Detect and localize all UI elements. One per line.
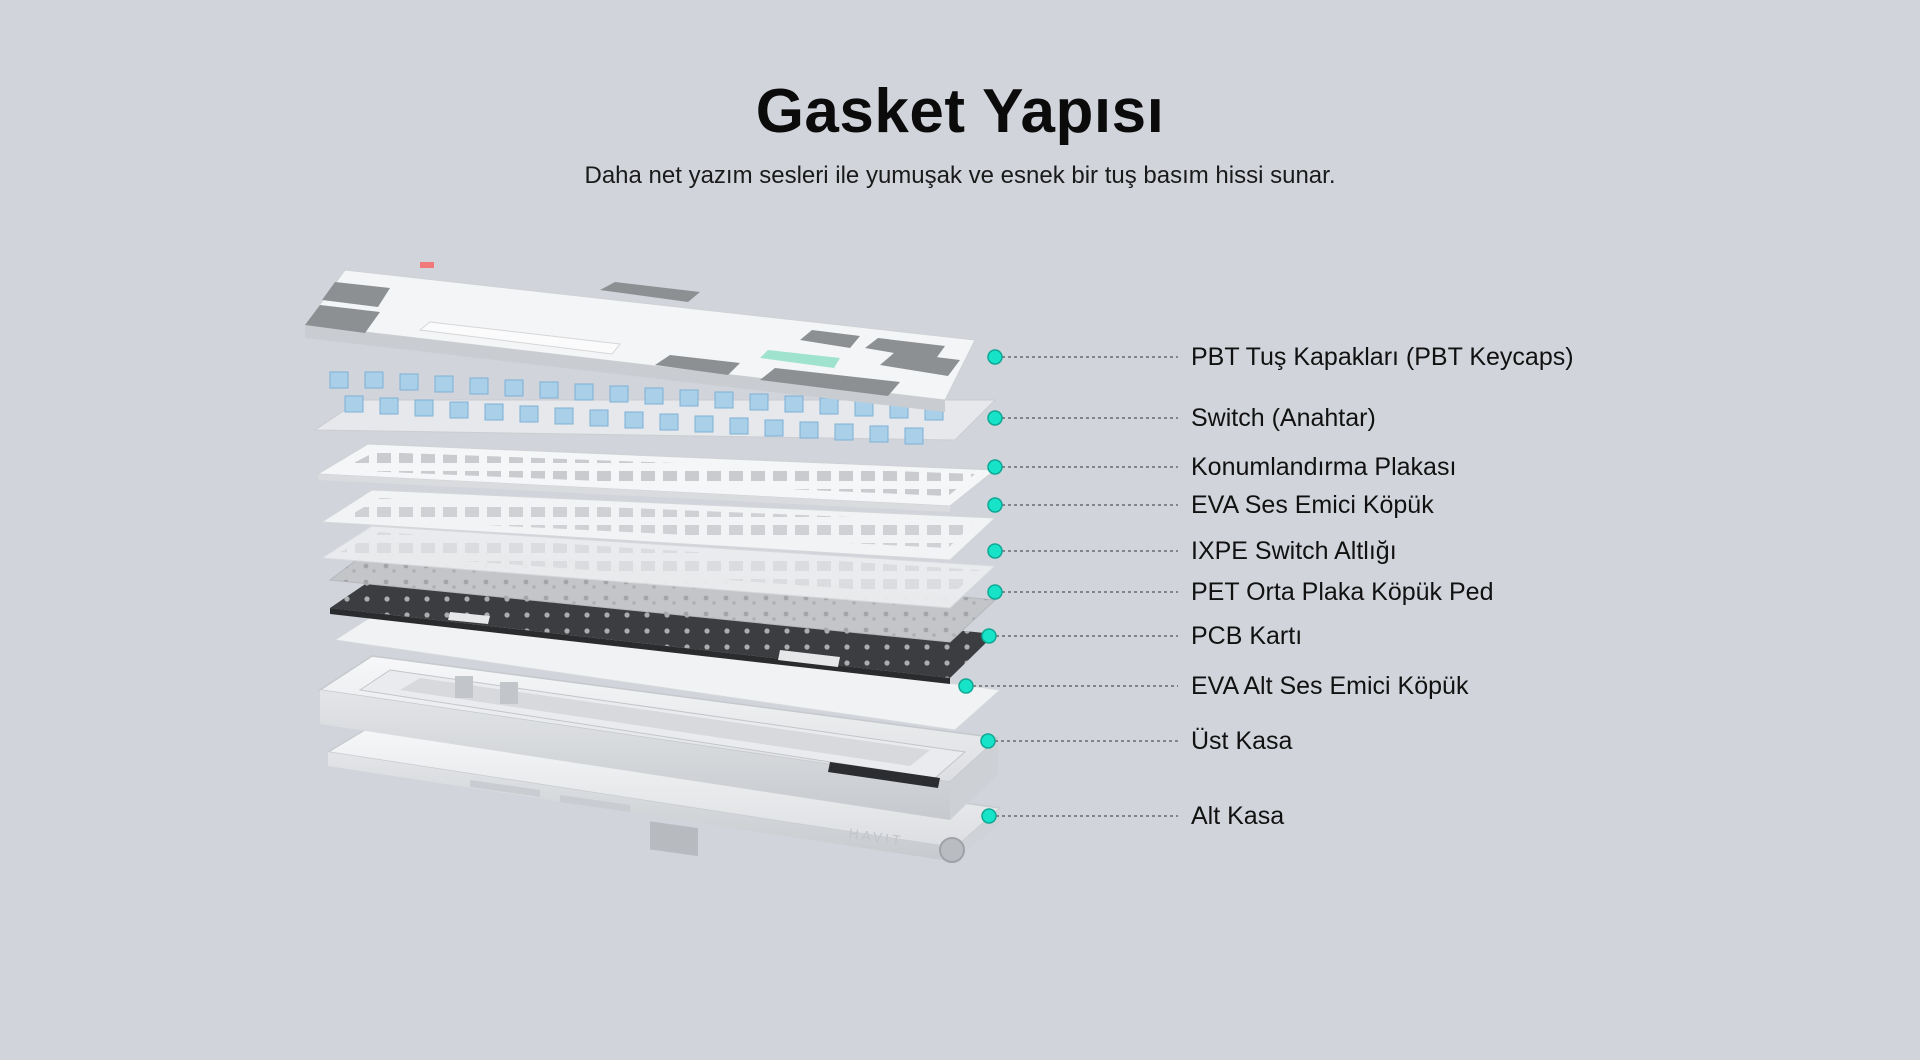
switch-layer xyxy=(313,371,997,445)
bottom-foam-layer xyxy=(333,607,1002,731)
layer-marker-positioning-plate xyxy=(987,459,1003,475)
layer-marker-top-case xyxy=(980,733,996,749)
layer-label-positioning-plate: Konumlandırma Plakası xyxy=(1191,453,1457,481)
layer-label-bottom-foam: EVA Alt Ses Emici Köpük xyxy=(1191,672,1469,700)
ixpe-switch-pad-layer xyxy=(320,525,997,609)
brand-mark: HAVIT xyxy=(848,825,905,849)
layer-label-bottom-case: Alt Kasa xyxy=(1191,802,1285,830)
layer-marker-bottom-foam xyxy=(958,678,974,694)
positioning-plate-layer xyxy=(316,443,997,512)
layer-label-switch: Switch (Anahtar) xyxy=(1191,404,1376,432)
layer-marker-switch xyxy=(987,410,1003,426)
layer-label-pet-foam: PET Orta Plaka Köpük Ped xyxy=(1191,578,1494,606)
bottom-case: HAVIT xyxy=(325,721,1002,863)
layer-marker-pcb xyxy=(981,628,997,644)
layer-marker-ixpe xyxy=(987,543,1003,559)
layer-marker-eva-foam xyxy=(987,497,1003,513)
layer-label-pcb: PCB Kartı xyxy=(1191,622,1303,650)
layer-label-top-case: Üst Kasa xyxy=(1191,727,1293,755)
layer-marker-pet-foam xyxy=(987,584,1003,600)
top-case xyxy=(317,655,1000,857)
page-subtitle: Daha net yazım sesleri ile yumuşak ve es… xyxy=(584,162,1336,189)
layer-label-eva-foam: EVA Ses Emici Köpük xyxy=(1191,491,1434,519)
page-title: Gasket Yapısı xyxy=(755,77,1165,146)
eva-foam-layer xyxy=(320,489,997,561)
layer-marker-keycaps xyxy=(987,349,1003,365)
callout-leaders xyxy=(967,356,1178,817)
layer-label-keycaps: PBT Tuş Kapakları (PBT Keycaps) xyxy=(1191,343,1574,371)
pcb-board xyxy=(330,574,995,684)
layer-label-ixpe: IXPE Switch Altlığı xyxy=(1191,537,1397,565)
keycaps-layer xyxy=(304,262,976,412)
layer-marker-bottom-case xyxy=(981,808,997,824)
